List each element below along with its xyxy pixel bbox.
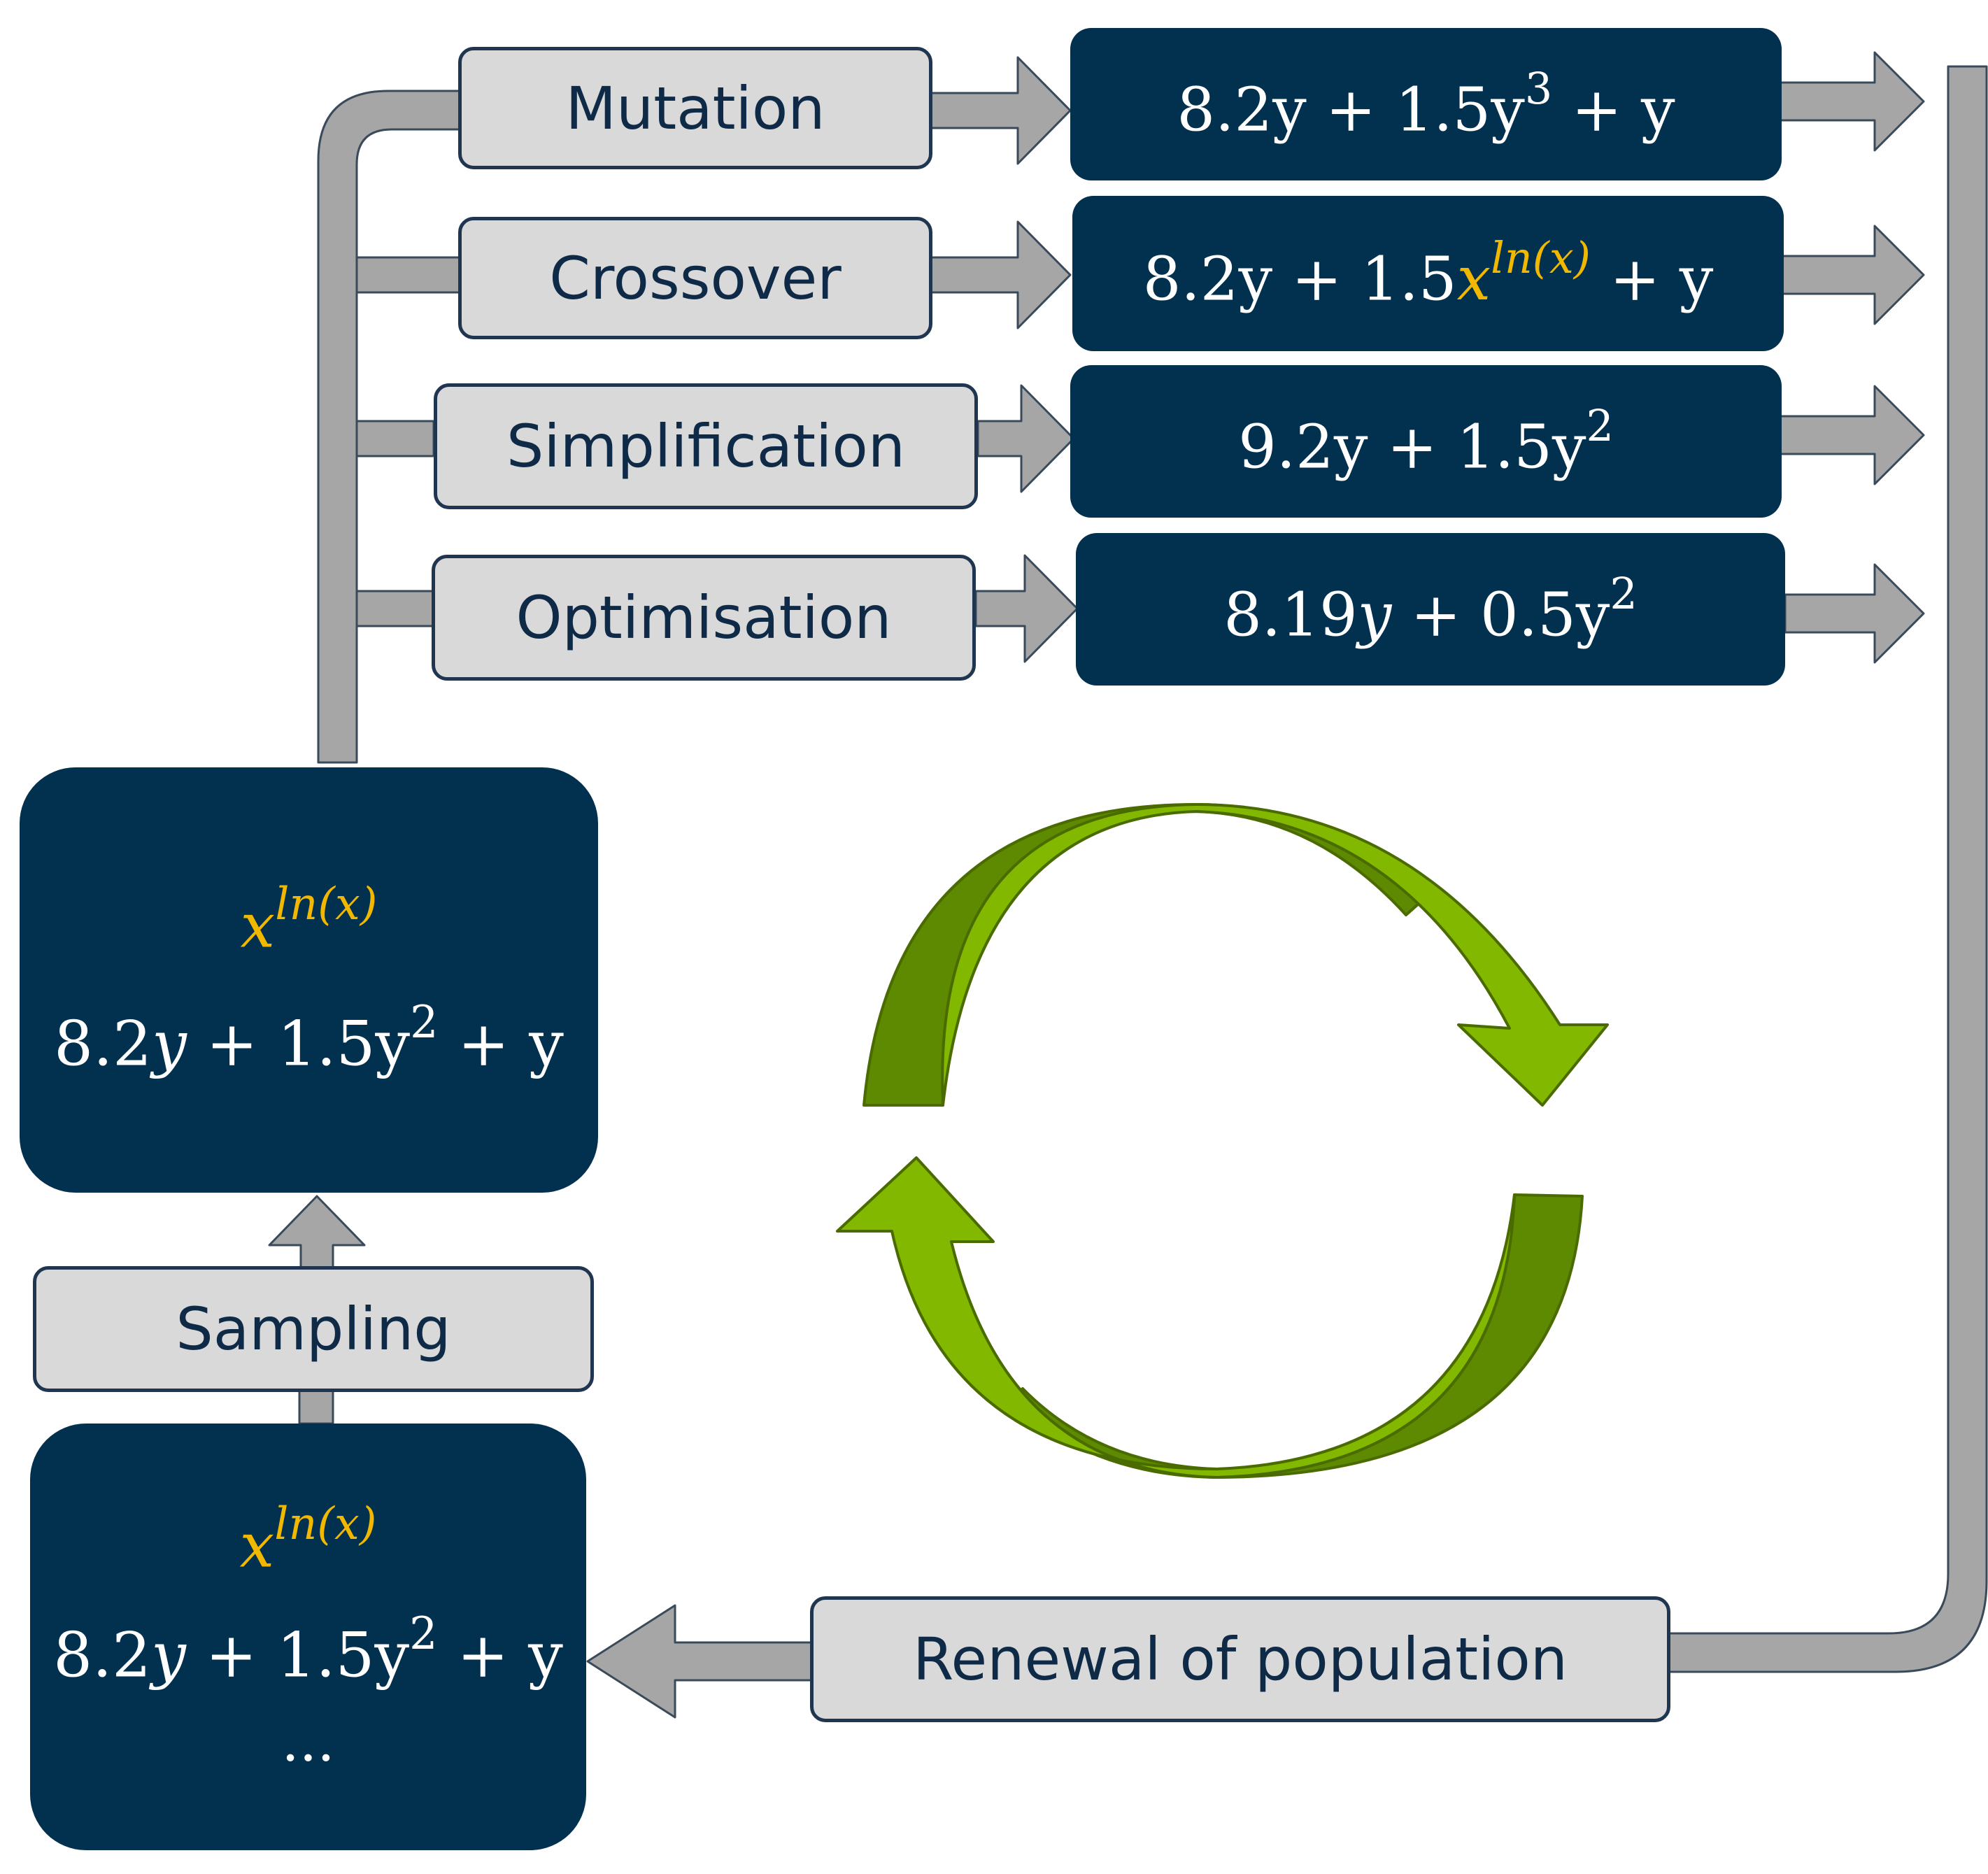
optimisation-operator: Optimisation xyxy=(432,555,976,681)
population-special-term: xln(x) xyxy=(239,1497,377,1582)
sampling-label: Sampling xyxy=(176,1295,451,1363)
arrow-sampling-up xyxy=(268,1195,366,1269)
simplification-label: Simplification xyxy=(506,412,905,481)
mutation-expression: 8.2y + 1.5y3 + y xyxy=(1177,63,1675,145)
simplification-result: 9.2y + 1.5y2 xyxy=(1070,365,1782,518)
collector-bar xyxy=(1667,65,1988,1673)
sampling-operator: Sampling xyxy=(33,1266,594,1392)
simplification-operator: Simplification xyxy=(434,383,978,509)
sampled-individuals: xln(x) 8.2y + 1.5y2 + y xyxy=(20,767,598,1193)
optimisation-result: 8.19y + 0.5y2 xyxy=(1076,533,1785,686)
branch-crossover xyxy=(355,256,463,294)
arrow-mutation-out xyxy=(1779,51,1925,152)
optimisation-label: Optimisation xyxy=(516,583,892,652)
renewal-label: Renewal of population xyxy=(912,1625,1568,1694)
arrow-optimisation-out xyxy=(1784,563,1925,664)
stub-population-sampling xyxy=(298,1387,334,1425)
simplification-expression: 9.2y + 1.5y2 xyxy=(1238,400,1614,483)
arrow-renewal-population xyxy=(586,1604,814,1719)
crossover-result: 8.2y + 1.5xln(x) + y xyxy=(1072,196,1784,351)
sampled-special-term: xln(x) xyxy=(240,877,378,962)
crossover-operator: Crossover xyxy=(458,217,932,339)
arrow-crossover-result xyxy=(928,220,1072,329)
mutation-label: Mutation xyxy=(565,73,825,143)
population-expression: 8.2y + 1.5y2 + y xyxy=(53,1607,563,1691)
arrow-simplification-out xyxy=(1779,385,1925,485)
crossover-expression: 8.2y + 1.5xln(x) + y xyxy=(1142,232,1714,315)
mutation-operator: Mutation xyxy=(458,47,932,169)
branch-trunk-arrow xyxy=(317,90,463,764)
mutation-result: 8.2y + 1.5y3 + y xyxy=(1070,28,1782,180)
arrow-crossover-out xyxy=(1781,225,1925,325)
arrow-optimisation-result xyxy=(974,554,1079,663)
arrow-mutation-result xyxy=(928,56,1072,165)
arrow-simplification-result xyxy=(977,384,1075,493)
circular-arrows-icon xyxy=(836,803,1609,1479)
optimisation-expression: 8.19y + 0.5y2 xyxy=(1223,568,1638,651)
crossover-label: Crossover xyxy=(549,243,842,313)
renewal-operator: Renewal of population xyxy=(810,1596,1670,1722)
branch-simplification xyxy=(355,420,435,457)
sampled-expression: 8.2y + 1.5y2 + y xyxy=(54,996,564,1080)
branch-optimisation xyxy=(355,590,435,627)
population-ellipsis: ... xyxy=(281,1709,335,1775)
population: xln(x) 8.2y + 1.5y2 + y ... xyxy=(30,1424,586,1850)
